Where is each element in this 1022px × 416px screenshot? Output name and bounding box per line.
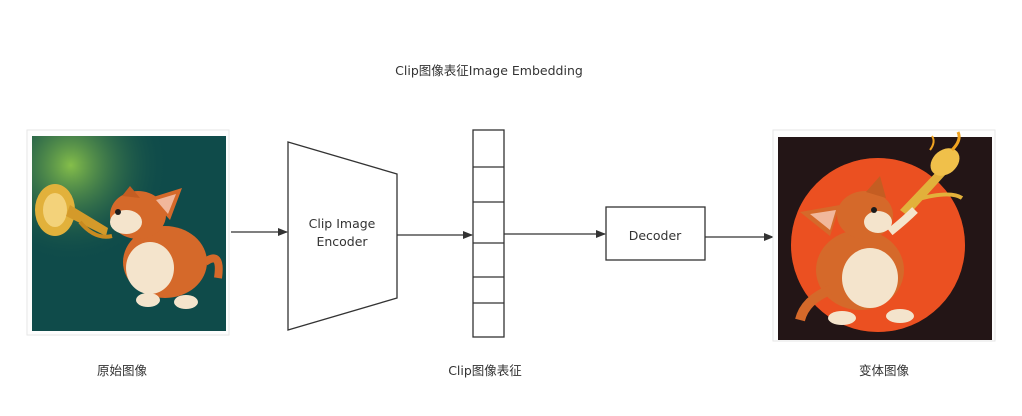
corgi-icon: [795, 176, 918, 325]
decoder-label: Decoder: [629, 228, 682, 243]
encoder-label-line1: Clip Image: [309, 216, 376, 231]
clip-image-encoder: Clip Image Encoder: [287, 141, 398, 331]
trumpet-icon: [35, 184, 113, 239]
embedding-title: Clip图像表征Image Embedding: [395, 63, 583, 78]
variant-image: [772, 129, 996, 342]
encoder-label-line2: Encoder: [316, 234, 368, 249]
caption-original-image: 原始图像: [97, 363, 148, 378]
corgi-icon: [110, 186, 223, 309]
trumpet-icon: [900, 131, 964, 216]
caption-embedding: Clip图像表征: [448, 363, 522, 378]
embedding-vector: [472, 129, 505, 338]
decoder-box: Decoder: [605, 206, 706, 261]
caption-variant-image: 变体图像: [859, 363, 910, 378]
original-image: [26, 129, 230, 336]
